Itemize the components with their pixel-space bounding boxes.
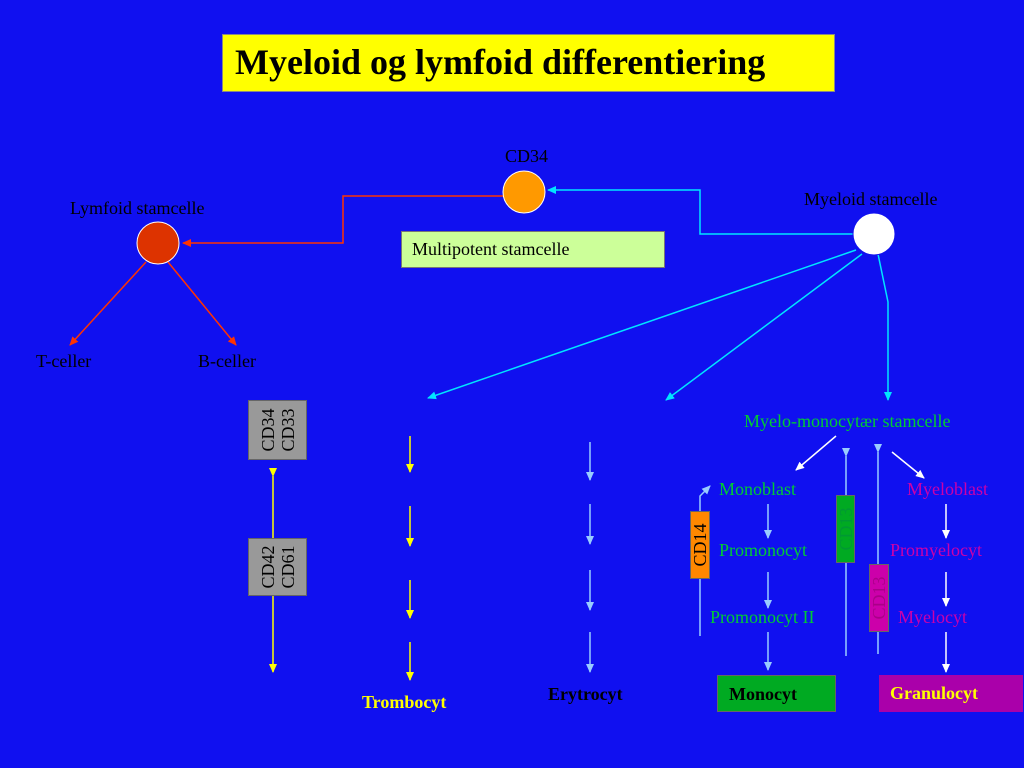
granulocyt-box: Granulocyt	[879, 675, 1023, 712]
multipotent-box: Multipotent stamcelle	[401, 231, 665, 268]
arrow-to-t-celler	[69, 261, 147, 346]
marker-cd13-purple: CD13	[869, 564, 889, 632]
page-title: Myeloid og lymfoid differentiering	[235, 42, 766, 82]
arrow-to-erytrocyt-line	[665, 253, 863, 401]
granulocyt-label: Granulocyt	[890, 683, 978, 703]
myeloid-label: Myeloid stamcelle	[804, 189, 938, 209]
multipotent-label: Multipotent stamcelle	[412, 239, 570, 259]
promonocyt-label: Promonocyt	[719, 540, 807, 560]
arrow-to-cd34	[547, 186, 853, 235]
trombocyt-label: Trombocyt	[362, 692, 447, 712]
lymfoid-stem-node	[136, 221, 180, 265]
monocyt-box: Monocyt	[717, 675, 836, 712]
promyelocyt-label: Promyelocyt	[890, 540, 982, 560]
erytrocyt-label: Erytrocyt	[548, 684, 623, 704]
promonocyt-ii-label: Promonocyt II	[710, 607, 815, 627]
arrow-to-lymfoid	[182, 195, 503, 247]
arrow-to-myelo-mono	[877, 253, 892, 401]
myeloblast-label: Myeloblast	[907, 479, 988, 499]
cd34-stem-node	[502, 170, 546, 214]
cd34-label: CD34	[505, 146, 549, 166]
marker-cd13-green: CD13	[836, 495, 856, 563]
t-celler-label: T-celler	[36, 351, 92, 371]
myelocyt-label: Myelocyt	[898, 607, 967, 627]
b-celler-label: B-celler	[198, 351, 256, 371]
monocyt-label: Monocyt	[729, 684, 797, 704]
lymfoid-label: Lymfoid stamcelle	[70, 198, 205, 218]
arrow-to-b-celler	[167, 261, 237, 346]
arrow-to-trombocyt-line	[427, 249, 857, 400]
marker-cd14: CD14	[690, 511, 710, 579]
monoblast-label: Monoblast	[719, 479, 797, 499]
myeloid-stem-node	[852, 212, 896, 256]
title-box: Myeloid og lymfoid differentiering	[222, 34, 835, 92]
myelo-monocytaer-label: Myelo-monocytær stamcelle	[744, 411, 951, 431]
